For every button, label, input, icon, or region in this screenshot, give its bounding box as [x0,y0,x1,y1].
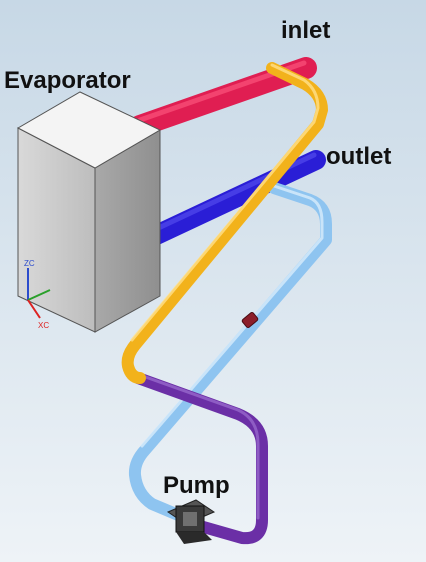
inlet-label: inlet [281,17,330,44]
yellow-pipe [121,62,328,384]
axis-triad: ZC XC [24,259,51,330]
axis-z-label: ZC [24,259,35,268]
axis-x-label: XC [38,321,49,330]
pump-unit [166,499,216,544]
pump-label: Pump [163,472,230,499]
light-blue-pipe [128,182,332,526]
purple-pipe [132,372,268,545]
valve [241,311,259,329]
evaporator-label: Evaporator [4,67,131,94]
evaporator-unit [16,91,162,333]
outlet-label: outlet [326,143,391,170]
